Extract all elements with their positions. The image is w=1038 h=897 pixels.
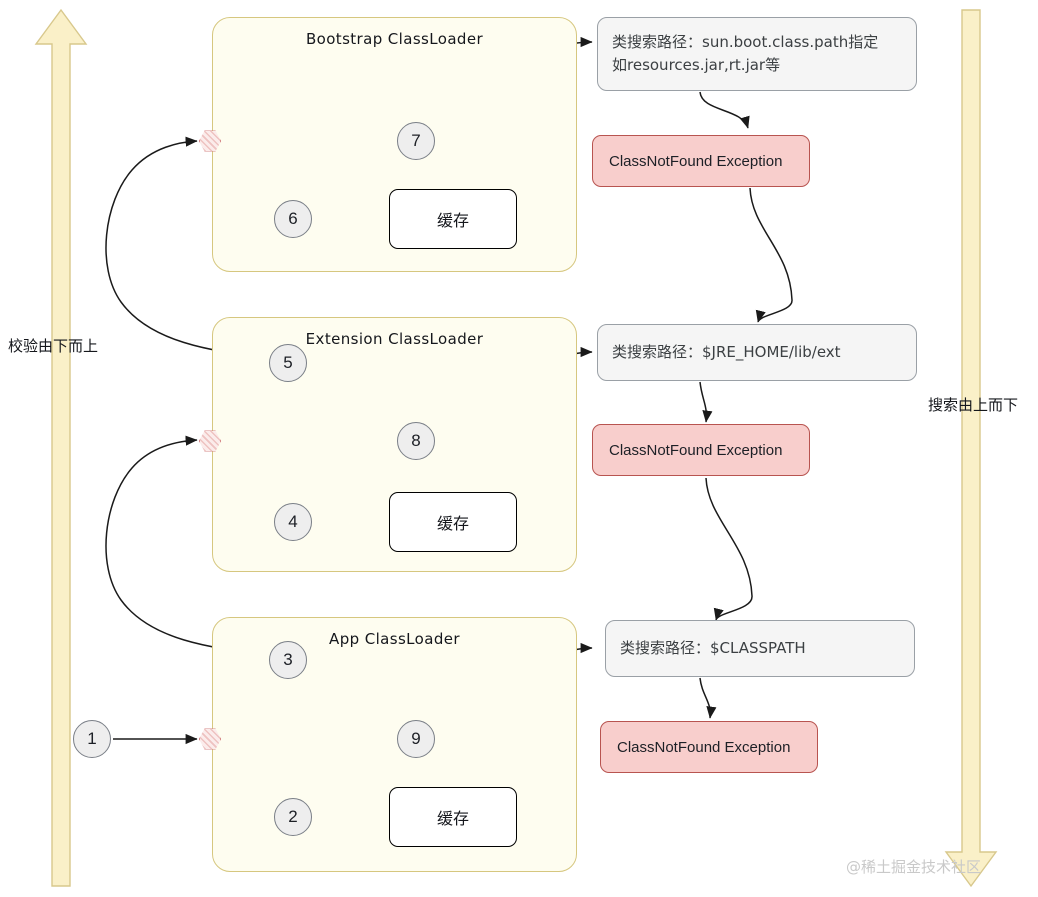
search-direction-arrow: [944, 9, 998, 888]
node-2[interactable]: 2: [274, 798, 312, 836]
node-8[interactable]: 8: [397, 422, 435, 460]
search-path-app: 类搜索路径：$CLASSPATH: [605, 620, 915, 677]
validation-direction-label: 校验由下而上: [8, 337, 99, 355]
exception-bootstrap: ClassNotFound Exception: [592, 135, 810, 187]
cache-box-app: 缓存: [389, 787, 517, 847]
edge-bootex-to-extpath: [749, 187, 793, 323]
search-path-extension-line1: 类搜索路径：$JRE_HOME/lib/ext: [612, 342, 841, 361]
search-path-bootstrap-line1: 类搜索路径：sun.boot.class.path指定: [612, 32, 879, 51]
search-direction-label: 搜索由上而下: [928, 396, 1019, 414]
junction-bootstrap[interactable]: [199, 130, 221, 152]
search-path-extension: 类搜索路径：$JRE_HOME/lib/ext: [597, 324, 917, 381]
cache-box-bootstrap: 缓存: [389, 189, 517, 249]
watermark: @稀土掘金技术社区: [846, 858, 982, 876]
exception-extension: ClassNotFound Exception: [592, 424, 810, 476]
edge-extpath-to-extex: [699, 381, 713, 423]
node-6[interactable]: 6: [274, 200, 312, 238]
group-title-app: App ClassLoader: [329, 630, 460, 648]
node-7[interactable]: 7: [397, 122, 435, 160]
validation-direction-arrow: [34, 8, 88, 887]
edge-extex-to-apppath: [705, 477, 753, 621]
node-1-entry[interactable]: 1: [73, 720, 111, 758]
edge-bootpath-to-bootex: [699, 91, 750, 129]
edge-apppath-to-appex: [699, 677, 717, 719]
node-4[interactable]: 4: [274, 503, 312, 541]
node-9[interactable]: 9: [397, 720, 435, 758]
junction-app[interactable]: [199, 728, 221, 750]
search-path-app-line1: 类搜索路径：$CLASSPATH: [620, 638, 806, 657]
search-path-bootstrap: 类搜索路径：sun.boot.class.path指定 如resources.j…: [597, 17, 917, 91]
cache-box-extension: 缓存: [389, 492, 517, 552]
search-path-bootstrap-line2: 如resources.jar,rt.jar等: [612, 56, 781, 74]
group-title-extension: Extension ClassLoader: [305, 330, 484, 348]
exception-app: ClassNotFound Exception: [600, 721, 818, 773]
junction-extension[interactable]: [199, 430, 221, 452]
node-3[interactable]: 3: [269, 641, 307, 679]
group-title-bootstrap: Bootstrap ClassLoader: [305, 30, 484, 48]
node-5[interactable]: 5: [269, 344, 307, 382]
